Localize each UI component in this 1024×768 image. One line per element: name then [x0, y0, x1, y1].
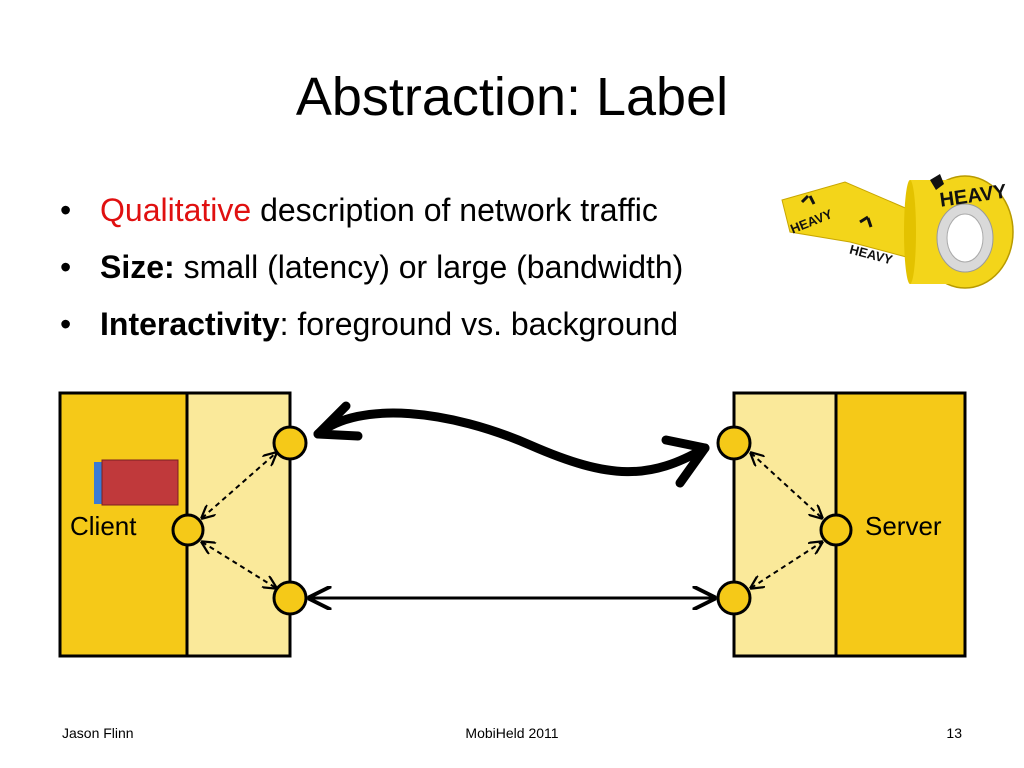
bullet-lead: Qualitative	[100, 192, 252, 228]
large-traffic-arrow	[313, 401, 710, 488]
bullet-lead: Size:	[100, 249, 175, 285]
client-port-bottom	[272, 580, 308, 616]
server-port-top	[716, 425, 752, 461]
bullet-list: • Qualitative description of network traf…	[60, 182, 683, 353]
bullet-size: • Size: small (latency) or large (bandwid…	[60, 239, 683, 296]
bullet-dot: •	[60, 306, 72, 342]
client-port-top	[272, 425, 308, 461]
server-node	[819, 513, 853, 547]
client-app-box	[101, 459, 179, 506]
client-label: Client	[70, 511, 137, 541]
network-diagram: Client Server	[58, 391, 967, 658]
bullet-text: : foreground vs. background	[279, 306, 679, 342]
server-label: Server	[865, 511, 942, 541]
client-panel: Client	[58, 391, 292, 658]
bullet-dot: •	[60, 249, 72, 285]
bullet-text: small (latency) or large (bandwidth)	[174, 249, 684, 285]
server-panel: Server	[732, 391, 967, 658]
endpoint-nodes	[171, 425, 853, 616]
client-node	[171, 513, 205, 547]
footer-venue: MobiHeld 2011	[465, 725, 559, 741]
server-port-bottom	[716, 580, 752, 616]
bullet-lead: Interactivity	[100, 306, 280, 342]
bullet-dot: •	[60, 192, 72, 228]
bullet-qualitative: • Qualitative description of network traf…	[60, 182, 683, 239]
bullet-interactivity: • Interactivity: foreground vs. backgroun…	[60, 296, 683, 353]
footer-author: Jason Flinn	[62, 725, 134, 741]
tape-roll: HEAVY	[904, 174, 1014, 289]
heavy-tape-icon: HEAVY HEAVY HEAVY	[781, 174, 1014, 289]
footer-page-number: 13	[946, 725, 962, 741]
dashed-links	[202, 453, 822, 588]
bullet-text: description of network traffic	[251, 192, 658, 228]
slide-title: Abstraction: Label	[295, 67, 729, 127]
client-app-tab	[94, 462, 104, 504]
tape-strip: HEAVY HEAVY	[781, 181, 926, 268]
